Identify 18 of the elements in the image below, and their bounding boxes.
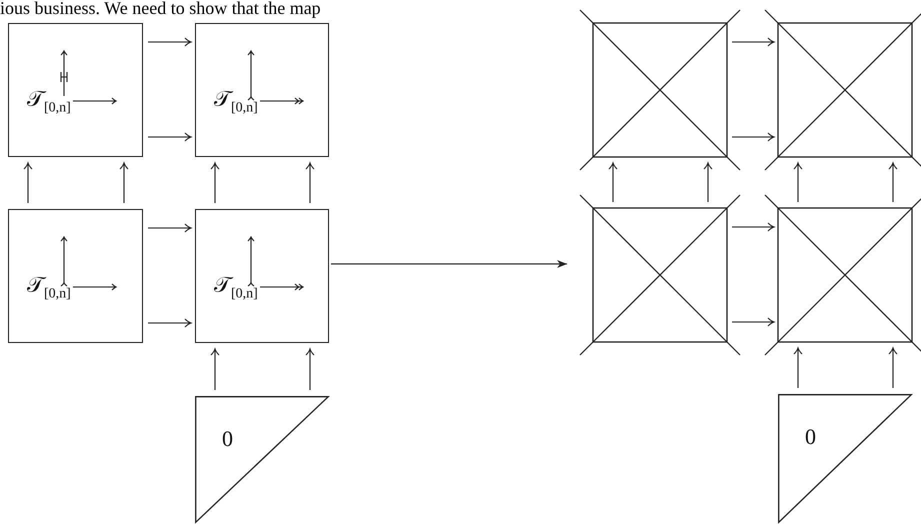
triangle-shape [778, 394, 912, 523]
zero-label: 0 [805, 424, 816, 450]
square-box [8, 209, 143, 343]
square-box [8, 23, 143, 157]
triangle-shape [195, 396, 329, 523]
arrow [331, 260, 567, 268]
square-box [195, 23, 329, 157]
math-label: 𝒯$_{[0,n]}$ [214, 272, 258, 302]
crossed-box [580, 195, 740, 355]
square-box [195, 209, 329, 343]
crossed-box [580, 10, 740, 170]
text-line: ious business. We need to show that the map [0, 0, 321, 18]
math-label: 𝒯$_{[0,n]}$ [214, 86, 258, 116]
crossed-box [765, 195, 921, 355]
crossed-box [765, 10, 921, 170]
zero-label: 0 [222, 426, 233, 452]
math-label: 𝒯$_{[0,n]}$ [27, 272, 71, 302]
math-label: 𝒯$_{[0,n]}$ [27, 86, 71, 116]
